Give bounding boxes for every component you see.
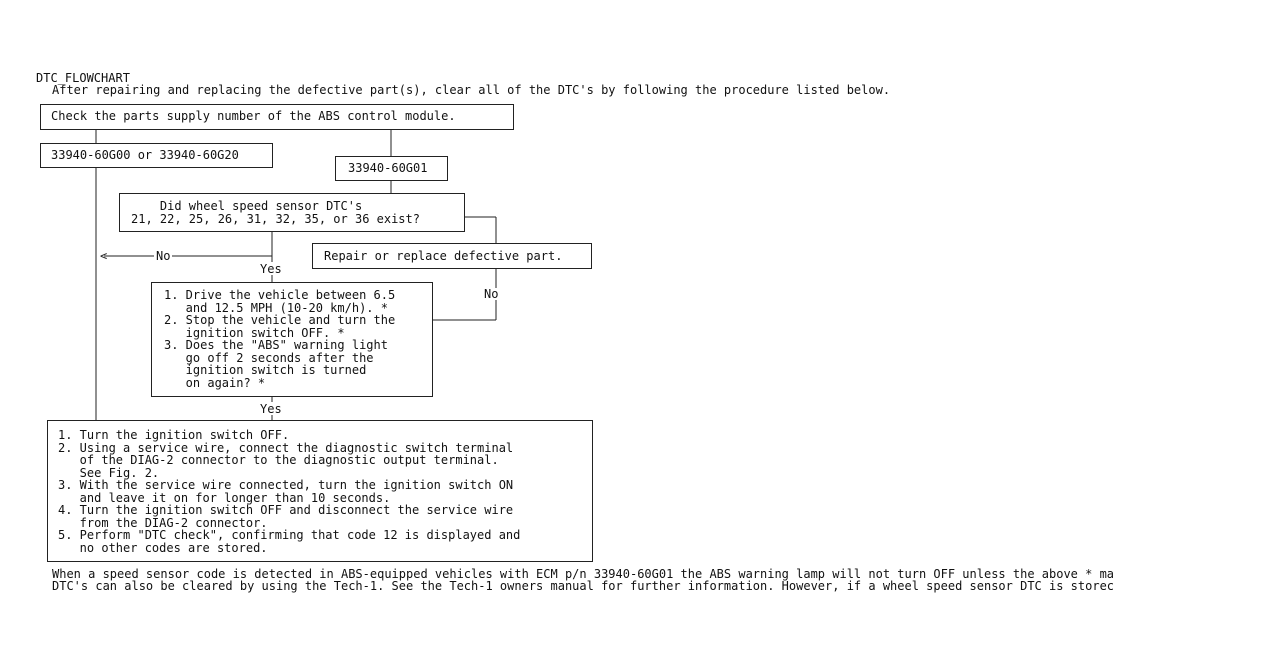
part-a-box: 33940-60G00 or 33940-60G20	[40, 143, 273, 168]
no-label-right: No	[484, 287, 499, 301]
check-module-text: Check the parts supply number of the ABS…	[51, 109, 456, 123]
footnote-line-2: DTC's can also be cleared by using the T…	[52, 580, 1115, 593]
arrow-left-icon: <	[100, 249, 107, 263]
no-label-left: No	[156, 249, 171, 263]
yes-label-1: Yes	[260, 262, 282, 276]
part-a-text: 33940-60G00 or 33940-60G20	[51, 148, 239, 162]
clear-steps-text: 1. Turn the ignition switch OFF. 2. Usin…	[58, 428, 521, 555]
section-code: DTC_FLOWCHART	[36, 71, 130, 85]
drive-steps-text: 1. Drive the vehicle between 6.5 and 12.…	[164, 288, 396, 390]
intro-text: After repairing and replacing the defect…	[52, 83, 891, 97]
question-sensor-box: Did wheel speed sensor DTC's 21, 22, 25,…	[119, 193, 465, 232]
yes-label-2: Yes	[260, 402, 282, 416]
part-b-text: 33940-60G01	[348, 161, 428, 175]
part-b-box: 33940-60G01	[335, 156, 448, 181]
repair-box: Repair or replace defective part.	[312, 243, 592, 269]
footnote-line-1: When a speed sensor code is detected in …	[52, 568, 1115, 581]
question-sensor-text: Did wheel speed sensor DTC's 21, 22, 25,…	[131, 199, 420, 226]
drive-steps-box: 1. Drive the vehicle between 6.5 and 12.…	[151, 282, 433, 397]
clear-steps-box: 1. Turn the ignition switch OFF. 2. Usin…	[47, 420, 593, 562]
check-module-box: Check the parts supply number of the ABS…	[40, 104, 514, 130]
repair-text: Repair or replace defective part.	[324, 249, 563, 263]
